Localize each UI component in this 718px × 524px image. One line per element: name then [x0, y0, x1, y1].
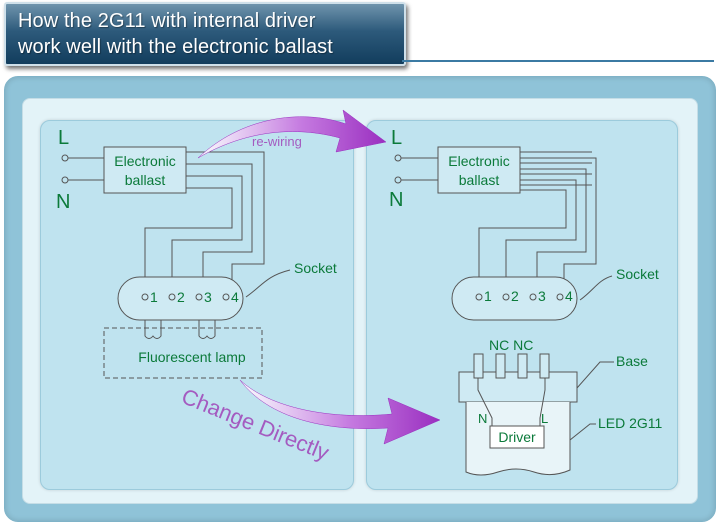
right-wire-pin2: [505, 179, 577, 296]
led-pin-n-label: N: [478, 411, 487, 426]
right-terminal-n-label: N: [389, 189, 403, 211]
right-terminal-l-label: L: [391, 127, 402, 149]
left-pin-1-label: 1: [150, 289, 158, 305]
driver-label: Driver: [498, 429, 536, 445]
led-wire-n: [477, 378, 493, 426]
left-terminal-l-label: L: [58, 127, 69, 149]
right-socket: [451, 276, 578, 321]
right-ballast-label-2: ballast: [459, 172, 500, 188]
title-line-1: How the 2G11 with internal driver: [18, 10, 316, 32]
right-pin-2-node: [502, 293, 510, 301]
left-socket: [117, 276, 244, 321]
led-pin-n: [473, 353, 484, 379]
nc-label: NC NC: [489, 337, 533, 353]
right-wire-pin3: [520, 168, 587, 296]
left-pin-3-node: [195, 293, 203, 301]
led-pin-nc-2: [517, 353, 528, 379]
left-terminal-n-node: [61, 176, 69, 184]
right-wire-pin4: [520, 157, 597, 296]
title-line-2: work well with the electronic ballast: [18, 36, 333, 58]
led-2g11-label: LED 2G11: [598, 415, 663, 431]
left-ballast-label-1: Electronic: [114, 153, 175, 169]
right-pin-3-label: 3: [538, 288, 546, 304]
left-lamp-label: Fluorescent lamp: [138, 349, 246, 365]
left-circuit: [61, 146, 291, 379]
right-terminal-n-node: [394, 176, 402, 184]
left-ballast-box: [103, 146, 187, 194]
right-ballast-label-1: Electronic: [448, 153, 509, 169]
left-socket-label: Socket: [294, 260, 337, 276]
right-labels: L N Electronic ballast Socket 1 2 3 4 NC…: [389, 127, 663, 445]
base-label: Base: [616, 353, 648, 369]
led-pin-nc-1: [495, 353, 506, 379]
left-pin-3-label: 3: [204, 289, 212, 305]
base-leader: [576, 361, 614, 389]
left-pin-2-label: 2: [177, 289, 185, 305]
title-banner: How the 2G11 with internal driver work w…: [4, 2, 406, 66]
driver-box: [489, 425, 545, 449]
rewiring-arrow-shape: [197, 109, 387, 159]
left-socket-leader: [245, 269, 291, 298]
right-socket-leader: [579, 275, 613, 301]
rewiring-label: re-wiring: [252, 134, 302, 149]
left-pin-4-node: [222, 293, 230, 301]
left-wire-pin1: [144, 187, 233, 296]
right-wire-pin1: [478, 189, 567, 296]
left-filament-1: [144, 320, 162, 339]
led-leader: [569, 423, 596, 441]
led-pin-l: [539, 353, 550, 379]
left-terminal-n-label: N: [56, 191, 70, 213]
right-pin-3-node: [529, 293, 537, 301]
change-directly-arrow-shape: [239, 379, 441, 445]
left-wire-pin3: [186, 163, 253, 296]
right-terminal-l-node: [394, 154, 402, 162]
left-filament-2: [198, 320, 216, 339]
right-pin-2-label: 2: [511, 288, 519, 304]
left-pin-4-label: 4: [231, 289, 239, 305]
right-pin-1-node: [475, 293, 483, 301]
right-ballast-box: [437, 146, 521, 194]
title-underline: [402, 60, 714, 62]
right-pin-4-node: [556, 293, 564, 301]
led-pin-l-label: L: [541, 411, 548, 426]
left-ballast-label-2: ballast: [125, 172, 166, 188]
change-directly-arrow: Change Directly: [178, 379, 441, 465]
right-pin-1-label: 1: [484, 288, 492, 304]
left-pin-1-node: [141, 293, 149, 301]
left-wire-pin4: [186, 151, 265, 296]
right-socket-label: Socket: [616, 266, 659, 282]
rewiring-arrow: re-wiring: [197, 109, 387, 159]
left-pin-2-node: [168, 293, 176, 301]
left-labels: L N Electronic ballast Socket 1 2 3 4 Fl…: [56, 127, 337, 365]
right-pin-4-label: 4: [565, 288, 573, 304]
left-wire-pin2: [171, 175, 243, 296]
left-terminal-l-node: [61, 154, 69, 162]
right-circuit: [394, 146, 614, 476]
led-wire-l: [539, 378, 546, 426]
